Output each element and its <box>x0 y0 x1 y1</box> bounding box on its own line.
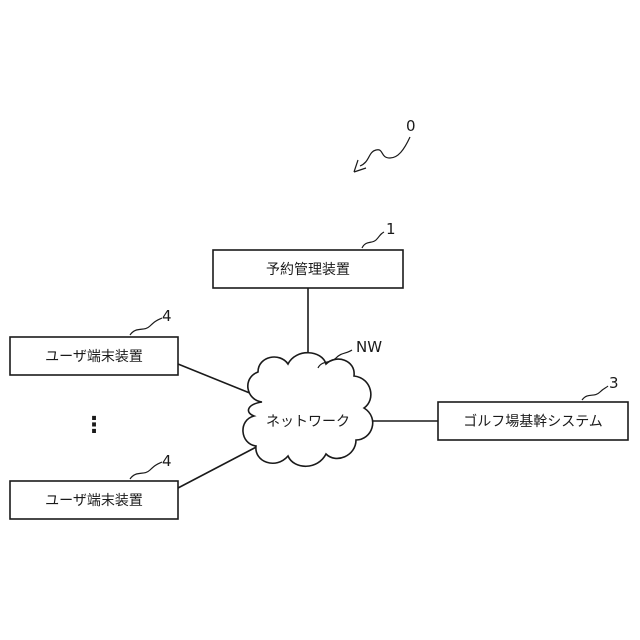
link-user-bottom-network <box>178 444 262 488</box>
golf-system-leader <box>582 386 608 400</box>
user-terminal-bottom-ref: 4 <box>162 452 172 470</box>
nw-ref-label: NW <box>356 338 382 356</box>
ellipsis-more-terminals: ⋮ <box>83 413 105 438</box>
golf-system-ref: 3 <box>609 374 619 392</box>
user-terminal-top-ref: 4 <box>162 307 172 325</box>
reservation-device-ref: 1 <box>386 220 396 238</box>
user-terminal-top-label: ユーザ端末装置 <box>45 349 143 365</box>
overall-leader-squiggle <box>360 137 410 166</box>
ref-label-overall: 0 <box>406 117 416 135</box>
network-cloud <box>243 353 373 467</box>
golf-system-label: ゴルフ場基幹システム <box>463 413 603 430</box>
user-terminal-bottom-leader <box>130 462 162 479</box>
user-terminal-bottom-label: ユーザ端末装置 <box>45 493 143 509</box>
reservation-device-label: 予約管理装置 <box>266 262 350 278</box>
reservation-device-leader <box>362 232 384 248</box>
network-label: ネットワーク <box>266 414 350 430</box>
user-terminal-top-leader <box>130 318 162 335</box>
